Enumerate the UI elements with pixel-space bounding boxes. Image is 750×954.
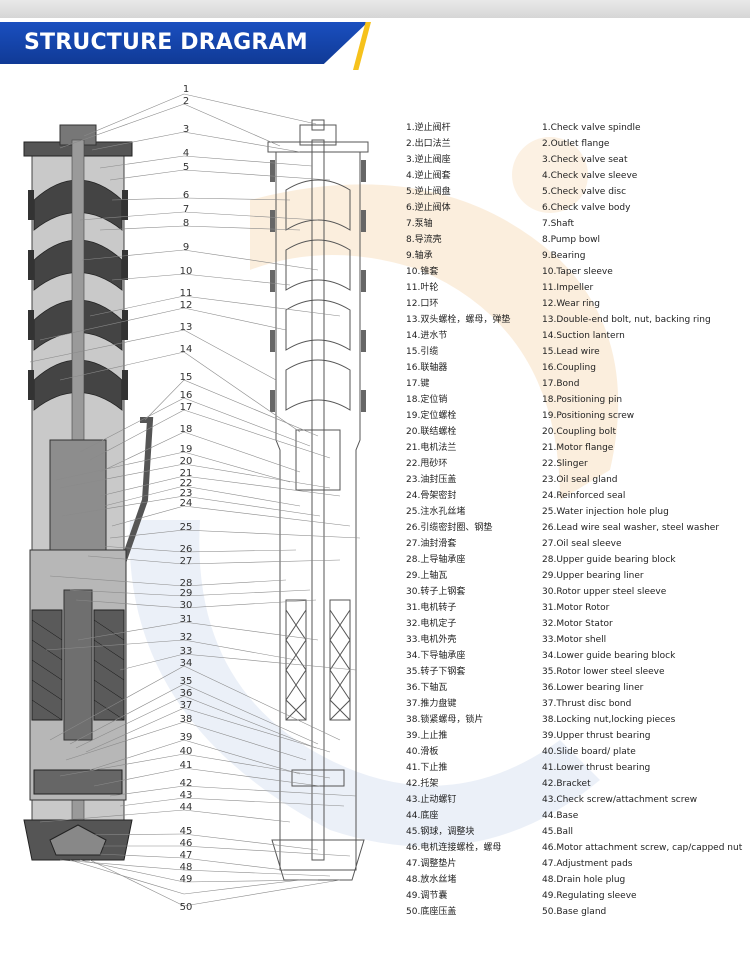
top-strip [0,0,750,18]
callout-20: 20 [180,456,193,467]
callout-16: 16 [180,390,193,401]
callout-49: 49 [180,874,193,885]
callout-38: 38 [180,714,193,725]
callout-30: 30 [180,600,193,611]
callout-29: 29 [180,588,193,599]
callout-44: 44 [180,802,193,813]
callout-26: 26 [180,544,193,555]
callout-47: 47 [180,850,193,861]
callout-11: 11 [180,288,193,299]
callout-25: 25 [180,522,193,533]
callout-46: 46 [180,838,193,849]
callout-21: 21 [180,468,193,479]
callout-24: 24 [180,498,193,509]
callout-numbers: 1 2 3 4 5 6 7 8 9 10 11 12 13 14 15 16 1… [180,84,193,913]
callout-33: 33 [180,646,193,657]
callout-39: 39 [180,732,193,743]
callout-22: 22 [180,478,193,489]
callout-41: 41 [180,760,193,771]
callout-4: 4 [183,148,189,159]
callout-28: 28 [180,578,193,589]
callout-37: 37 [180,700,193,711]
callout-6: 6 [183,190,189,201]
callout-14: 14 [180,344,193,355]
callout-9: 9 [183,242,189,253]
title-banner [0,22,368,64]
leader-lines [29,93,361,907]
callout-13: 13 [180,322,193,333]
callout-40: 40 [180,746,193,757]
callout-2: 2 [183,96,189,107]
callout-36: 36 [180,688,193,699]
callout-7: 7 [183,204,189,215]
callout-45: 45 [180,826,193,837]
callout-19: 19 [180,444,193,455]
callout-1: 1 [183,84,189,95]
callout-48: 48 [180,862,193,873]
pump-cross-section-diagram: 1 2 3 4 5 6 7 8 9 10 11 12 13 14 15 16 1… [23,84,369,913]
callout-23: 23 [180,488,193,499]
callout-17: 17 [180,402,193,413]
right-line-view [267,119,369,881]
callout-3: 3 [183,124,189,135]
callout-42: 42 [180,778,193,789]
callout-50: 50 [180,902,193,913]
callout-10: 10 [180,266,193,277]
callout-43: 43 [180,790,193,801]
callout-18: 18 [180,424,193,435]
callout-12: 12 [180,300,193,311]
callout-15: 15 [180,372,193,383]
callout-34: 34 [180,658,193,669]
callout-31: 31 [180,614,193,625]
callout-32: 32 [180,632,193,643]
callout-5: 5 [183,162,189,173]
callout-27: 27 [180,556,193,567]
callout-35: 35 [180,676,193,687]
page-title: STRUCTURE DRAGRAM [24,30,308,55]
callout-8: 8 [183,218,189,229]
left-cutaway-view [23,124,154,861]
